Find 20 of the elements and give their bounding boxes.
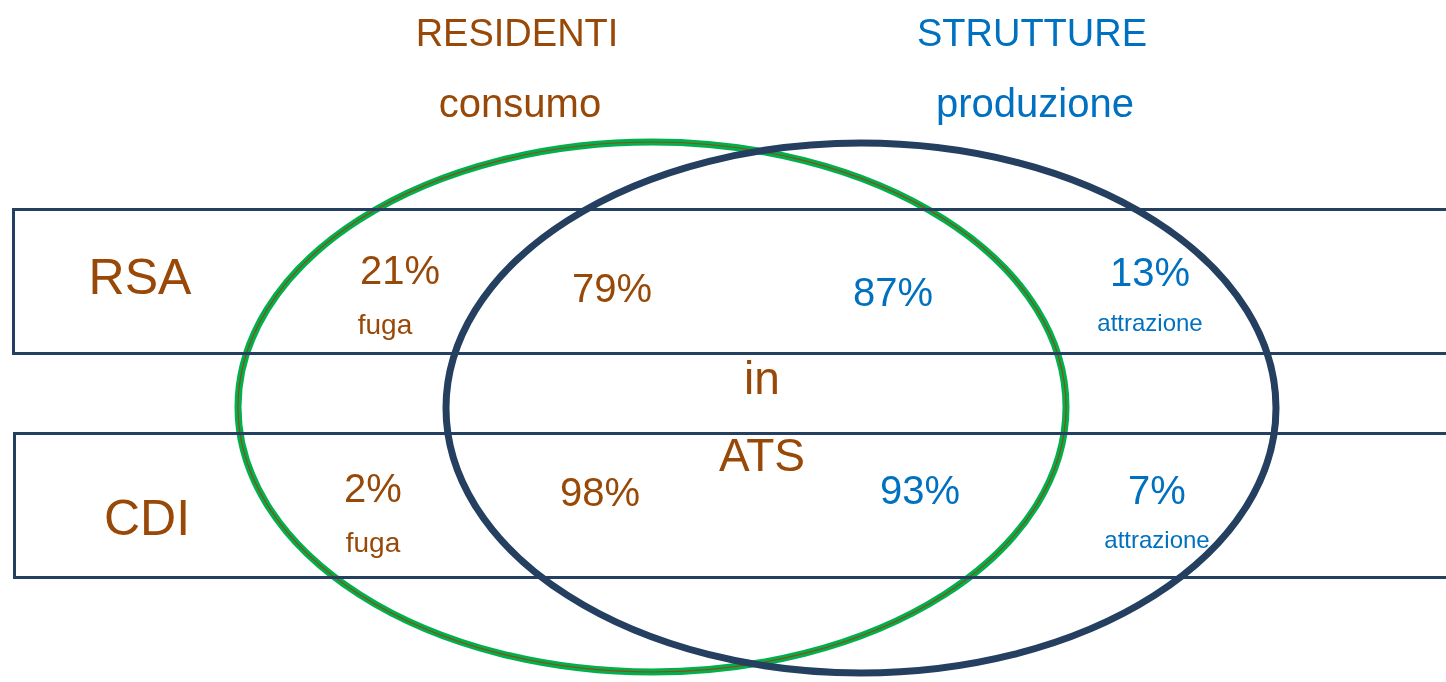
percentage-caption: fuga bbox=[345, 529, 401, 557]
percentage-label: 21% bbox=[359, 250, 441, 290]
percentage-label: 2% bbox=[344, 468, 402, 508]
row-label: RSA bbox=[88, 252, 192, 302]
set-heading: RESIDENTI bbox=[415, 14, 619, 52]
center-label: ATS bbox=[718, 432, 806, 478]
percentage-label: 79% bbox=[571, 268, 653, 308]
set-subheading: produzione bbox=[936, 83, 1134, 123]
percentage-label: 87% bbox=[852, 272, 934, 312]
percentage-label: 98% bbox=[559, 472, 641, 512]
set-heading: STRUTTURE bbox=[916, 14, 1148, 52]
percentage-label: 93% bbox=[879, 470, 961, 510]
percentage-caption: attrazione bbox=[1097, 311, 1203, 335]
center-label: in bbox=[744, 355, 780, 401]
percentage-label: 13% bbox=[1109, 252, 1191, 292]
percentage-caption: attrazione bbox=[1104, 528, 1210, 552]
percentage-caption: fuga bbox=[357, 311, 413, 339]
row-label: CDI bbox=[103, 493, 191, 543]
set-subheading: consumo bbox=[438, 83, 602, 123]
percentage-label: 7% bbox=[1128, 470, 1186, 510]
